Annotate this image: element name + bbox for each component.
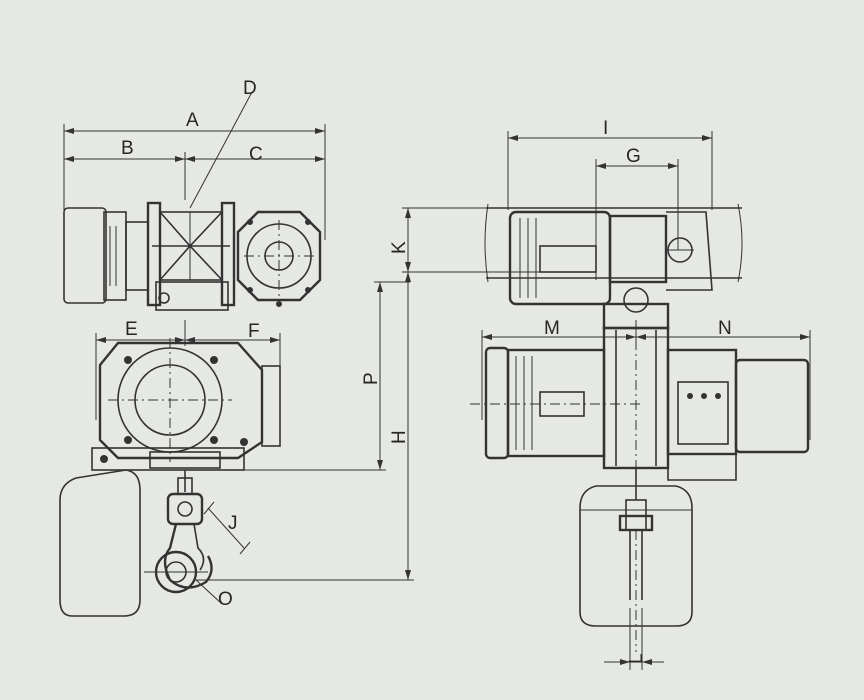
label-J: J	[228, 513, 238, 534]
label-H: H	[389, 430, 410, 444]
side-trolley	[146, 201, 236, 311]
label-E: E	[125, 319, 138, 340]
label-A: A	[186, 110, 199, 131]
front-view	[470, 131, 811, 670]
front-gearbox	[666, 348, 810, 481]
label-D: D	[243, 78, 257, 99]
side-view	[59, 91, 410, 617]
dimension-labels: A B C D E F G I J M N O K P H L	[121, 78, 732, 664]
dim-J	[203, 501, 251, 555]
label-G: G	[626, 146, 641, 167]
label-O: O	[218, 589, 233, 610]
label-K: K	[389, 241, 410, 254]
label-F: F	[248, 321, 260, 342]
side-hoist-body	[91, 338, 281, 471]
side-gearbox	[236, 210, 322, 307]
label-I: I	[603, 118, 608, 139]
side-hook-assembly	[144, 470, 213, 594]
label-P: P	[361, 372, 382, 385]
label-C: C	[249, 144, 263, 165]
label-N: N	[718, 318, 732, 339]
front-chain-bag	[579, 485, 693, 627]
side-chain-bag	[59, 469, 141, 617]
label-B: B	[121, 138, 134, 159]
dim-M-N	[481, 330, 811, 440]
front-travel-motor	[508, 210, 713, 313]
dim-P	[230, 281, 410, 471]
dim-L	[604, 608, 664, 670]
front-hook-assembly	[618, 468, 654, 652]
leader-D	[189, 91, 253, 209]
label-M: M	[544, 318, 560, 339]
label-L: L	[626, 653, 647, 664]
front-beam	[484, 203, 743, 283]
leader-O	[195, 579, 223, 605]
dim-B-C	[64, 152, 325, 200]
dim-I	[507, 131, 713, 210]
dim-A	[63, 124, 326, 240]
